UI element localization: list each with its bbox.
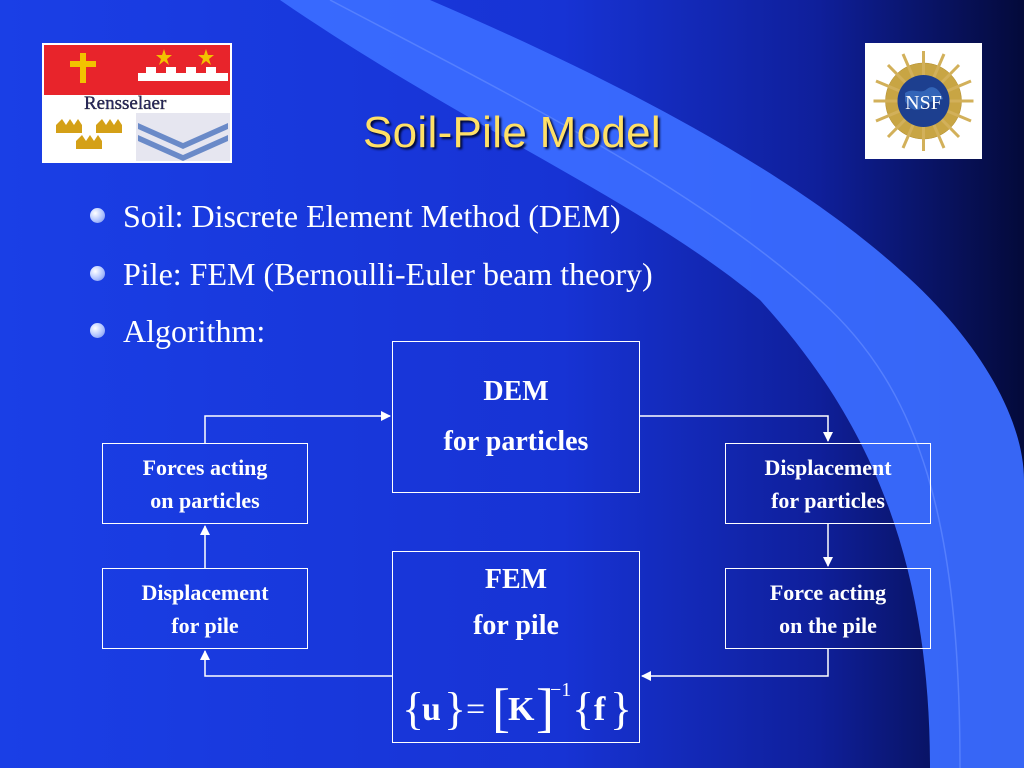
arrow-fem-to-disp-pile — [200, 650, 392, 677]
fem-box-line2: for pile — [473, 610, 559, 641]
slide-title: Soil-Pile Model — [363, 108, 661, 157]
bullet-dot-icon — [90, 266, 105, 281]
svg-text:}: } — [610, 683, 632, 734]
rensselaer-logo: Rensselaer — [42, 43, 232, 163]
dem-box: DEM for particles — [392, 341, 640, 493]
arrow-force-to-fem — [641, 649, 829, 681]
forces-box-line2: on particles — [150, 487, 260, 513]
equation-exponent: −1 — [550, 679, 571, 701]
force-pile-line2: on the pile — [779, 612, 877, 638]
svg-text:}: } — [444, 683, 466, 734]
disp-particles-line2: for particles — [771, 487, 885, 513]
force-on-pile-box: Force acting on the pile — [725, 568, 931, 649]
bullet-item: Soil: Discrete Element Method (DEM) — [90, 198, 621, 235]
disp-particles-line1: Displacement — [764, 454, 892, 480]
equation-f: f — [594, 691, 606, 728]
forces-on-particles-box: Forces acting on particles — [102, 443, 308, 524]
nsf-logo: NSF — [865, 43, 982, 159]
displacement-pile-box: Displacement for pile — [102, 568, 308, 649]
rensselaer-logo-text: Rensselaer — [84, 93, 167, 114]
fem-box-line1: FEM — [484, 564, 548, 595]
nsf-logo-text: NSF — [905, 92, 942, 114]
forces-box-line1: Forces acting — [142, 454, 268, 480]
displacement-particles-box: Displacement for particles — [725, 443, 931, 524]
bullet-text: Algorithm: — [123, 313, 266, 349]
equation-K: K — [508, 691, 535, 728]
dem-box-line2: for particles — [443, 426, 589, 457]
bullet-text: Soil: Discrete Element Method (DEM) — [123, 198, 621, 234]
arrow-forces-to-dem — [204, 411, 391, 443]
bullet-dot-icon — [90, 208, 105, 223]
equation-equals: = — [466, 691, 485, 728]
svg-text:{: { — [572, 683, 594, 734]
bullet-dot-icon — [90, 323, 105, 338]
fem-box: FEM for pile — [392, 551, 640, 743]
dem-box-line1: DEM — [483, 376, 549, 407]
bullet-text: Pile: FEM (Bernoulli-Euler beam theory) — [123, 256, 653, 292]
arrow-dem-to-displacement — [640, 415, 833, 442]
bullet-item: Algorithm: — [90, 313, 265, 350]
stiffness-equation: { u } = [ K ] −1 { f } — [402, 678, 632, 738]
disp-pile-line1: Displacement — [141, 579, 269, 605]
disp-pile-line2: for pile — [171, 612, 239, 638]
equation-u: u — [422, 691, 441, 728]
svg-text:{: { — [402, 683, 424, 734]
svg-text:]: ] — [536, 678, 554, 738]
bullet-item: Pile: FEM (Bernoulli-Euler beam theory) — [90, 256, 653, 293]
svg-text:[: [ — [492, 678, 510, 738]
force-pile-line1: Force acting — [769, 579, 887, 605]
